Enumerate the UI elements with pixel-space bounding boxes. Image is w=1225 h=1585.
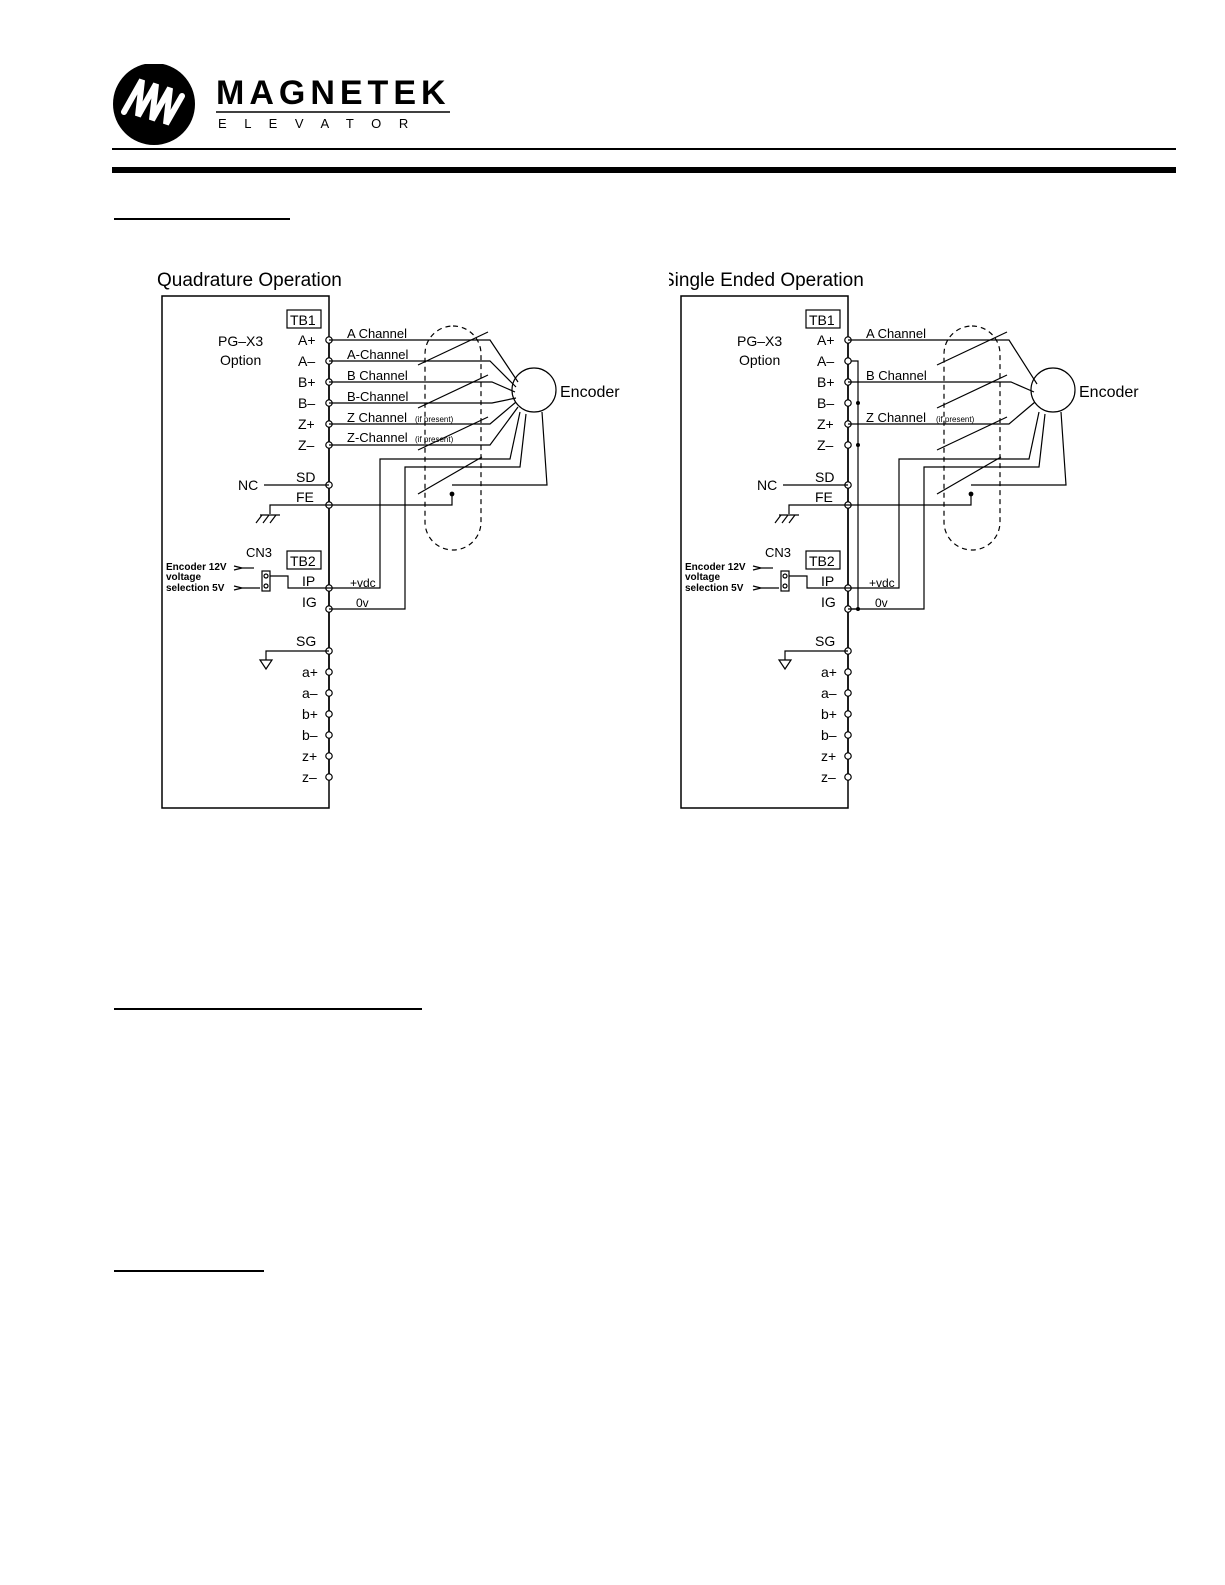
terminal-z-minus: Z– bbox=[817, 437, 834, 453]
terminal-fe: FE bbox=[296, 489, 314, 505]
voltage-label: voltage bbox=[166, 572, 201, 583]
terminal-a-minus: A– bbox=[298, 353, 315, 369]
terminal-a-out-minus: a– bbox=[302, 685, 318, 701]
terminal-fe: FE bbox=[815, 489, 833, 505]
tb1-box bbox=[286, 309, 322, 329]
section-heading-rule-3 bbox=[114, 1270, 264, 1272]
tb1-label: TB1 bbox=[290, 312, 316, 328]
tb2-box bbox=[286, 550, 322, 570]
if-present-z: (if present) bbox=[415, 415, 454, 424]
terminal-z-out-minus: z– bbox=[302, 769, 317, 785]
channel-label-b: B Channel bbox=[347, 368, 408, 383]
brand-sub: E L E V A T O R bbox=[218, 116, 415, 131]
terminal-z-plus: Z+ bbox=[817, 416, 834, 432]
zero-v-label: 0v bbox=[875, 596, 888, 610]
terminal-z-out-minus: z– bbox=[821, 769, 836, 785]
brand-name: MAGNETEK bbox=[216, 74, 451, 112]
option-label-1: PG–X3 bbox=[737, 333, 782, 349]
section-heading-rule-1 bbox=[114, 218, 290, 220]
if-present-z: (if present) bbox=[936, 415, 975, 424]
vdc-label: +vdc bbox=[869, 576, 895, 590]
option-label-2: Option bbox=[220, 352, 261, 368]
magnetek-logo: MAGNETEK E L E V A T O R bbox=[112, 63, 457, 151]
encoder-label: Encoder bbox=[560, 384, 620, 401]
terminal-a-out-plus: a+ bbox=[821, 664, 837, 680]
terminal-z-out-plus: z+ bbox=[821, 748, 836, 764]
terminal-ip: IP bbox=[302, 573, 315, 589]
terminal-b-plus: B+ bbox=[817, 374, 835, 390]
channel-label-b: B Channel bbox=[866, 368, 927, 383]
terminal-sd: SD bbox=[296, 469, 315, 485]
option-label-1: PG–X3 bbox=[218, 333, 263, 349]
shield-enclosure bbox=[424, 325, 482, 551]
terminal-a-out-plus: a+ bbox=[302, 664, 318, 680]
terminal-b-plus: B+ bbox=[298, 374, 316, 390]
terminal-a-plus: A+ bbox=[298, 332, 316, 348]
terminal-z-out-plus: z+ bbox=[302, 748, 317, 764]
selection-5v-label: selection 5V bbox=[166, 583, 225, 594]
logo-stripes bbox=[121, 78, 185, 126]
terminal-sg: SG bbox=[815, 633, 835, 649]
section-heading-rule-2 bbox=[114, 1008, 422, 1010]
terminal-ig: IG bbox=[821, 594, 836, 610]
channel-label-a: A Channel bbox=[866, 326, 926, 341]
nc-label: NC bbox=[757, 477, 777, 493]
channel-label-a: A Channel bbox=[347, 326, 407, 341]
tb1-box bbox=[805, 309, 841, 329]
terminal-a-minus: A– bbox=[817, 353, 834, 369]
if-present-z-bar: (if present) bbox=[415, 435, 454, 444]
channel-label-z: Z Channel bbox=[347, 410, 407, 425]
encoder-label: Encoder bbox=[1079, 384, 1139, 401]
channel-label-z: Z Channel bbox=[866, 410, 926, 425]
cn3-label: CN3 bbox=[765, 545, 791, 560]
encoder-icon bbox=[511, 367, 557, 413]
terminal-b-out-plus: b+ bbox=[821, 706, 837, 722]
diagram-title: Single Ended Operation bbox=[669, 270, 864, 291]
vdc-label: +vdc bbox=[350, 576, 376, 590]
option-label-2: Option bbox=[739, 352, 780, 368]
shield-enclosure bbox=[943, 325, 1001, 551]
terminal-a-out-minus: a– bbox=[821, 685, 837, 701]
tb2-label: TB2 bbox=[290, 553, 316, 569]
quadrature-diagram: Quadrature Operation TB1 PG–X3 Option A+… bbox=[150, 262, 630, 822]
terminal-b-minus: B– bbox=[298, 395, 315, 411]
terminal-b-out-plus: b+ bbox=[302, 706, 318, 722]
cn3-jumper bbox=[780, 570, 790, 592]
terminal-z-minus: Z– bbox=[298, 437, 315, 453]
terminal-b-out-minus: b– bbox=[821, 727, 837, 743]
terminal-sg: SG bbox=[296, 633, 316, 649]
terminal-z-plus: Z+ bbox=[298, 416, 315, 432]
terminal-b-out-minus: b– bbox=[302, 727, 318, 743]
tb2-box bbox=[805, 550, 841, 570]
tb1-label: TB1 bbox=[809, 312, 835, 328]
encoder-12v-label: Encoder 12V bbox=[685, 562, 746, 573]
channel-label-a-bar: A-Channel bbox=[347, 347, 409, 362]
header-rule-thin bbox=[112, 148, 1176, 150]
cn3-label: CN3 bbox=[246, 545, 272, 560]
channel-label-z-bar: Z-Channel bbox=[347, 430, 408, 445]
terminal-ig: IG bbox=[302, 594, 317, 610]
voltage-label: voltage bbox=[685, 572, 720, 583]
tb2-label: TB2 bbox=[809, 553, 835, 569]
encoder-icon bbox=[1030, 367, 1076, 413]
zero-v-label: 0v bbox=[356, 596, 369, 610]
selection-5v-label: selection 5V bbox=[685, 583, 744, 594]
channel-label-b-bar: B-Channel bbox=[347, 389, 409, 404]
terminal-b-minus: B– bbox=[817, 395, 834, 411]
encoder-12v-label: Encoder 12V bbox=[166, 562, 227, 573]
terminal-sd: SD bbox=[815, 469, 834, 485]
nc-label: NC bbox=[238, 477, 258, 493]
cn3-jumper bbox=[261, 570, 271, 592]
diagram-title: Quadrature Operation bbox=[157, 270, 342, 291]
header-rule-thick bbox=[112, 167, 1176, 173]
single-ended-diagram: Single Ended Operation TB1 PG–X3 Option … bbox=[669, 262, 1149, 822]
terminal-ip: IP bbox=[821, 573, 834, 589]
terminal-a-plus: A+ bbox=[817, 332, 835, 348]
